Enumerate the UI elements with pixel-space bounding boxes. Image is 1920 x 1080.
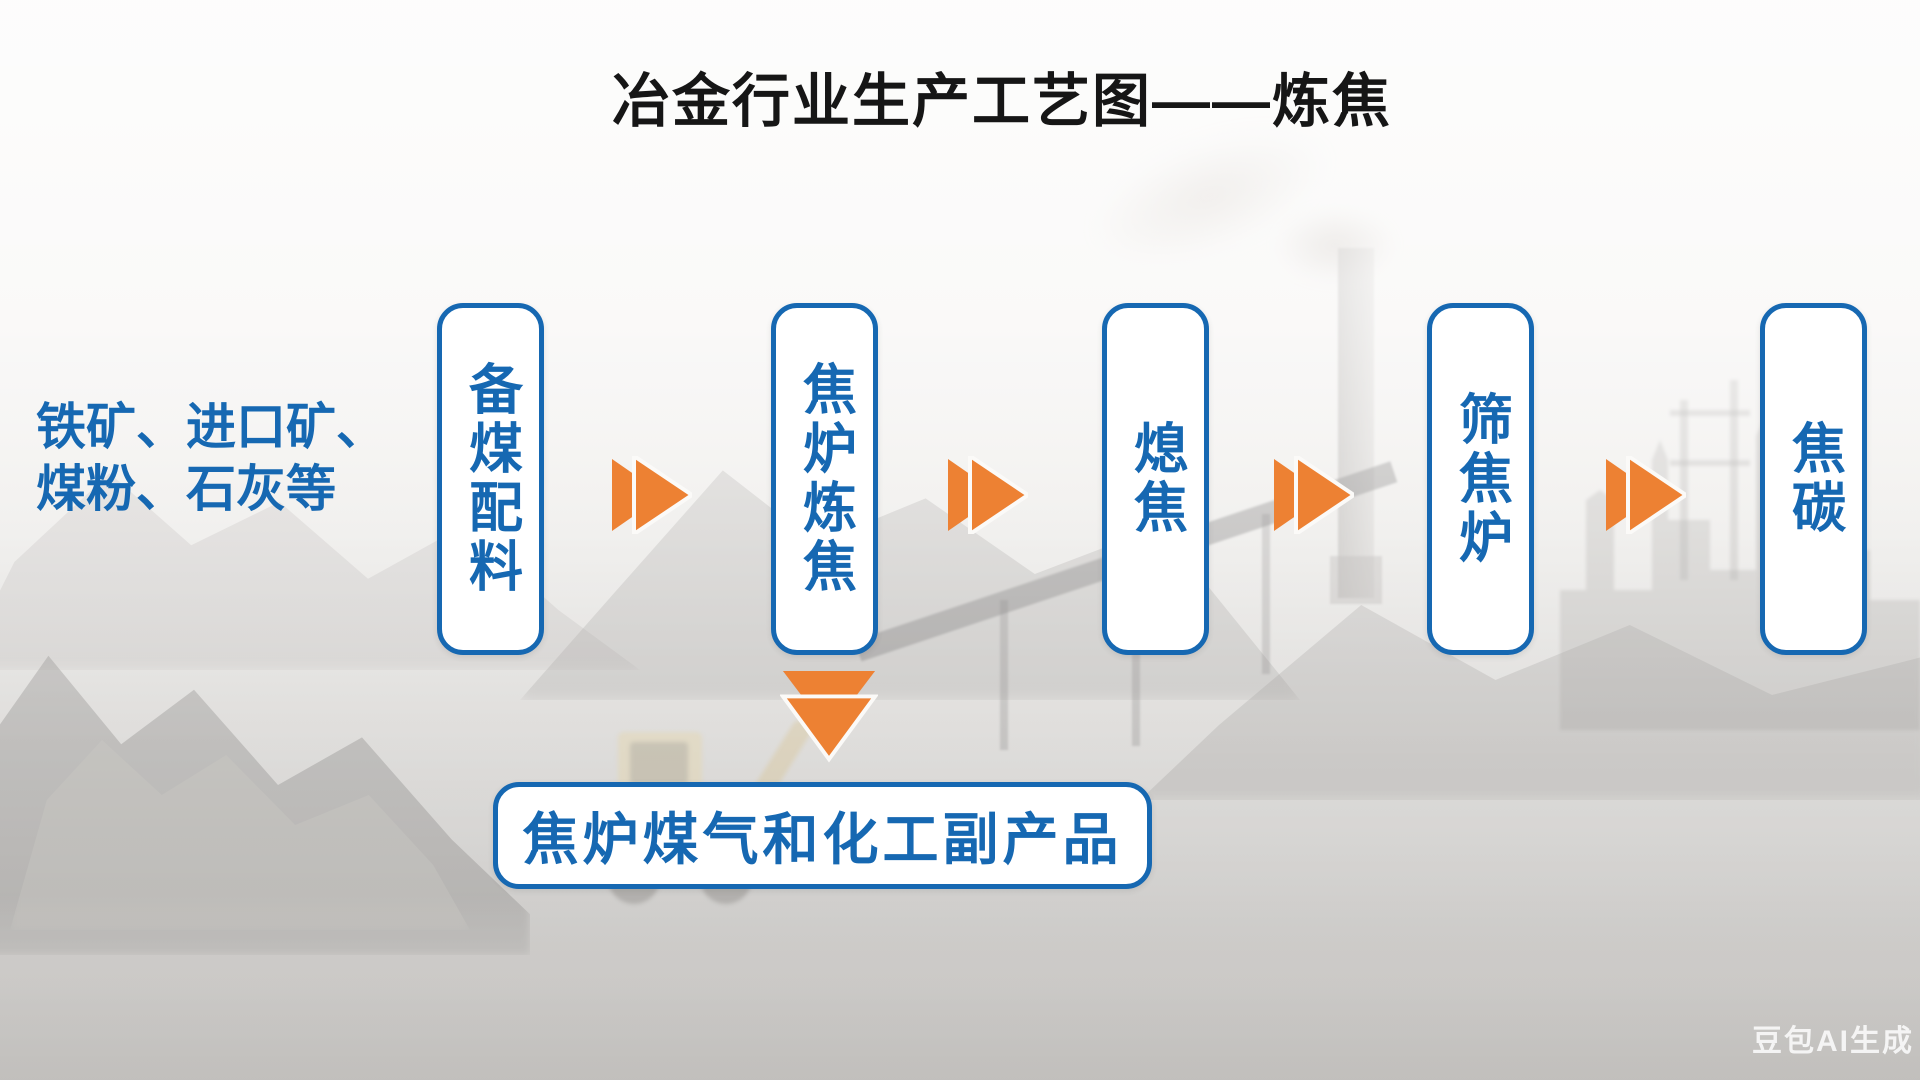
flow-step-screening: 筛焦炉 <box>1427 303 1534 655</box>
flow-step-label: 筛焦炉 <box>1450 390 1511 568</box>
flow-arrow-down-icon <box>780 670 878 764</box>
flow-step-coal-preparation: 备煤配料 <box>437 303 544 655</box>
flow-arrow-right-icon <box>612 456 692 534</box>
inputs-label-line2: 煤粉、石灰等 <box>36 461 336 517</box>
page-title: 冶金行业生产工艺图——炼焦 <box>612 69 1393 134</box>
flow-step-coke-oven: 焦炉炼焦 <box>771 303 878 655</box>
flow-step-coke-product: 焦碳 <box>1760 303 1867 655</box>
flow-step-label: 焦碳 <box>1783 420 1844 538</box>
flow-step-label: 熄焦 <box>1125 420 1186 538</box>
inputs-label-line1: 铁矿、进口矿、 <box>36 399 386 455</box>
flow-arrow-right-icon <box>1274 456 1354 534</box>
flow-arrow-right-icon <box>1606 456 1686 534</box>
byproduct-box: 焦炉煤气和化工副产品 <box>493 782 1152 889</box>
ai-watermark: 豆包AI生成 <box>1752 1025 1914 1058</box>
flow-step-label: 备煤配料 <box>460 361 521 597</box>
flow-arrow-right-icon <box>948 456 1028 534</box>
flow-step-quenching: 熄焦 <box>1102 303 1209 655</box>
inputs-label: 铁矿、进口矿、 煤粉、石灰等 <box>36 396 386 520</box>
flow-step-label: 焦炉炼焦 <box>794 361 855 597</box>
byproduct-label: 焦炉煤气和化工副产品 <box>522 808 1123 871</box>
